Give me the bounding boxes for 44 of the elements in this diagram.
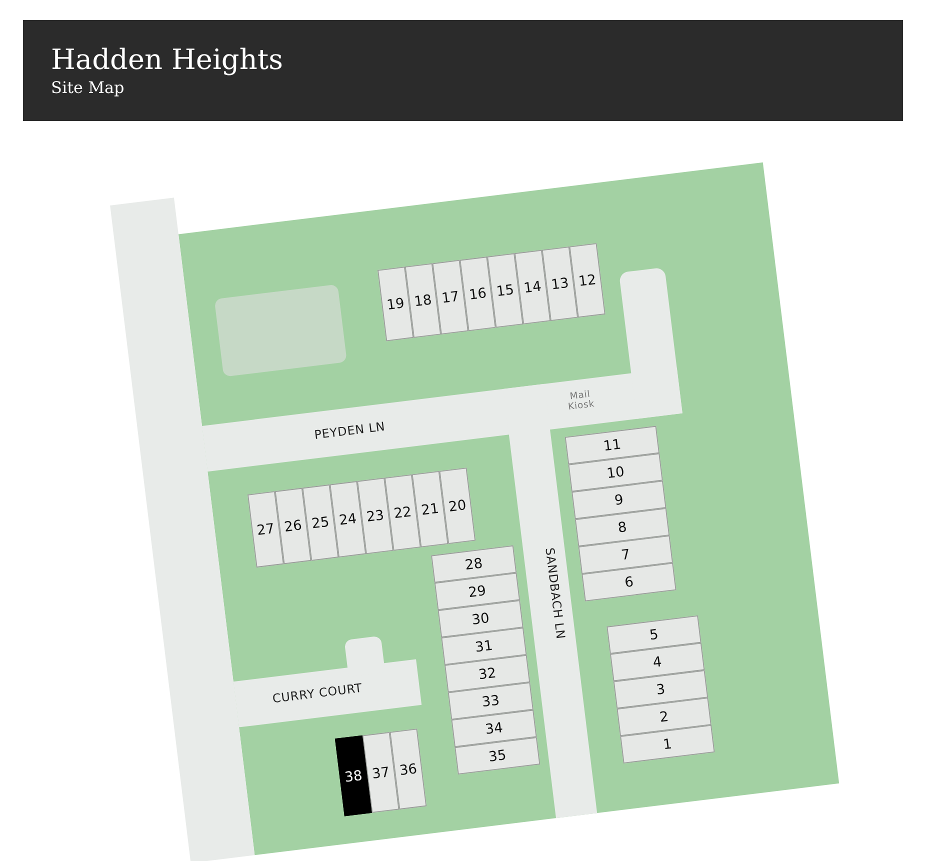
lot-number: 5 xyxy=(648,626,660,644)
lot-number: 35 xyxy=(488,746,508,766)
amenity-label: Mail Kiosk xyxy=(566,388,596,414)
lot-number: 1 xyxy=(662,735,673,753)
lot-number: 26 xyxy=(283,516,303,536)
lot-number: 2 xyxy=(658,708,670,726)
lot-number: 38 xyxy=(344,766,364,786)
lot-number: 11 xyxy=(602,436,622,454)
lot-number: 16 xyxy=(468,284,488,304)
lot-number: 15 xyxy=(495,281,515,300)
street-name: PEYDEN LN xyxy=(314,420,386,443)
lot-number: 29 xyxy=(467,582,487,601)
lot-number: 24 xyxy=(338,510,358,529)
lot-number: 10 xyxy=(606,463,626,482)
lot-number: 19 xyxy=(386,294,406,314)
lot-number: 17 xyxy=(440,288,460,306)
lot-number: 12 xyxy=(578,271,598,290)
street-name: SANDBACH LN xyxy=(542,546,567,640)
lot-number: 27 xyxy=(256,520,276,539)
lot-number: 36 xyxy=(398,760,418,778)
title: Hadden Heights xyxy=(51,44,283,76)
street-name: CURRY COURT xyxy=(272,682,364,706)
lot-number: 4 xyxy=(652,653,663,671)
lot-number: 31 xyxy=(474,636,494,656)
subtitle: Site Map xyxy=(51,78,124,98)
lot-number: 14 xyxy=(522,278,542,296)
lot-number: 28 xyxy=(464,554,484,574)
lot-number: 6 xyxy=(624,573,634,591)
lot-number: 3 xyxy=(655,680,666,698)
lot-number: 32 xyxy=(478,664,498,683)
lot-number: 34 xyxy=(484,719,504,738)
lot-number: 22 xyxy=(392,503,412,522)
lot-number: 7 xyxy=(620,546,631,564)
lot-number: 23 xyxy=(366,506,385,526)
lot-number: 9 xyxy=(614,491,624,509)
lot-number: 18 xyxy=(413,291,433,310)
lot-number: 37 xyxy=(371,763,391,782)
lot-number: 13 xyxy=(550,274,570,294)
lot-number: 8 xyxy=(616,518,628,536)
lot-number: 21 xyxy=(420,500,440,518)
lot-number: 33 xyxy=(480,692,500,710)
lot-number: 20 xyxy=(448,496,468,516)
lot-number: 25 xyxy=(310,513,330,532)
lot-number: 30 xyxy=(470,610,490,628)
